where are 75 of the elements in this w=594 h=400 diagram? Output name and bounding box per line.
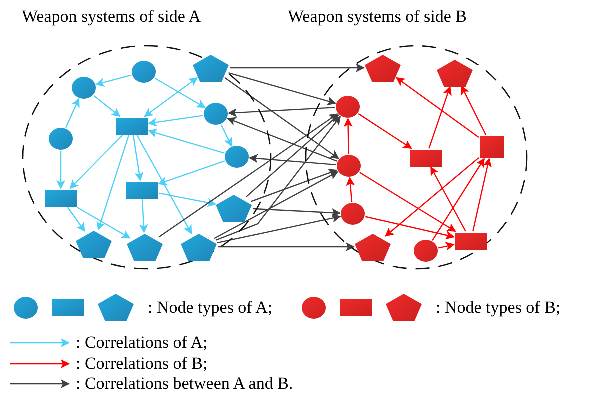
- circle-node: [341, 203, 365, 225]
- circle-node: [225, 146, 249, 168]
- arrow: [139, 199, 148, 234]
- arrow: [344, 118, 353, 154]
- arrow: [428, 86, 452, 149]
- legend-text: : Correlations of A;: [76, 332, 208, 354]
- circle-node: [72, 77, 96, 99]
- arrow: [154, 78, 206, 108]
- pentagon-node: [365, 54, 401, 82]
- arrow: [228, 72, 337, 106]
- group-heading: Weapon systems of side A: [22, 6, 201, 28]
- arrow: [56, 151, 66, 190]
- arrow: [358, 113, 412, 150]
- pentagon-node: [127, 234, 163, 260]
- legend-text: : Node types of A;: [148, 296, 273, 318]
- arrow: [438, 242, 455, 251]
- arrow: [96, 74, 132, 87]
- circle-node: [49, 128, 73, 150]
- arrow: [70, 135, 124, 190]
- rectangle-node: [455, 232, 487, 250]
- legend-text: : Correlations between A and B.: [76, 373, 294, 395]
- circle-node: [132, 61, 156, 83]
- arrow: [136, 135, 192, 235]
- arrow: [67, 207, 86, 232]
- pentagon-node: [181, 234, 217, 260]
- rectangle-node: [45, 190, 77, 206]
- arrow: [250, 168, 338, 202]
- arrow: [94, 95, 121, 118]
- arrow: [220, 124, 232, 147]
- arrow: [461, 86, 487, 136]
- arrow: [217, 214, 342, 244]
- arrow: [365, 216, 455, 240]
- arrow: [396, 77, 480, 138]
- legend-text: : Node types of B;: [436, 296, 561, 318]
- arrow: [65, 98, 80, 128]
- arrow: [472, 158, 492, 232]
- arrow: [252, 208, 342, 218]
- arrow: [246, 114, 340, 198]
- arrow: [158, 114, 338, 238]
- arrow: [227, 117, 338, 162]
- legend-text: : Correlations of B;: [76, 353, 208, 375]
- arrow: [158, 192, 217, 208]
- arrow: [96, 135, 130, 231]
- pentagon-node: [193, 54, 229, 82]
- arrow: [76, 206, 131, 239]
- circle-node: [204, 103, 228, 125]
- arrow: [432, 158, 485, 241]
- arrow: [214, 172, 339, 240]
- arrow: [230, 64, 365, 72]
- pentagon-node: [437, 60, 473, 86]
- arrow: [132, 135, 144, 182]
- arrow: [216, 116, 342, 241]
- rectangle-node: [480, 136, 504, 158]
- arrow: [144, 77, 198, 118]
- pentagon-node: [216, 194, 252, 222]
- rectangle-node: [116, 118, 148, 134]
- pentagon-node: [355, 234, 391, 260]
- arrow: [346, 176, 356, 202]
- arrow: [148, 115, 204, 127]
- circle-node: [336, 96, 360, 118]
- pentagon-node: [76, 230, 112, 258]
- arrow: [218, 242, 355, 252]
- arrow: [248, 154, 336, 166]
- rectangle-node: [410, 150, 442, 166]
- arrow: [430, 166, 466, 232]
- group-heading: Weapon systems of side B: [288, 6, 467, 28]
- arrow: [158, 160, 226, 186]
- circle-node: [337, 155, 361, 177]
- arrow: [385, 157, 480, 237]
- circle-node: [414, 240, 438, 262]
- arrow: [224, 77, 340, 160]
- rectangle-node: [126, 182, 158, 198]
- arrow: [228, 107, 336, 118]
- arrow: [148, 128, 225, 154]
- arrow: [360, 172, 456, 232]
